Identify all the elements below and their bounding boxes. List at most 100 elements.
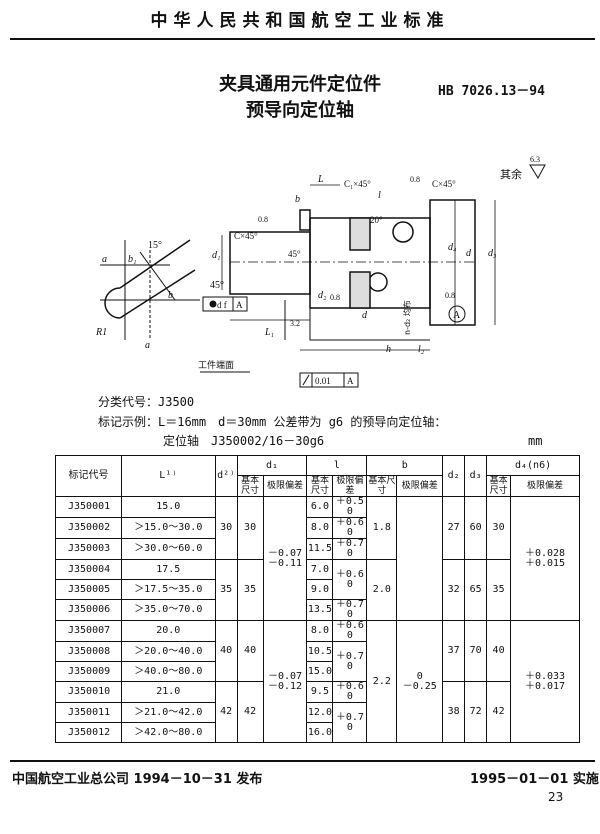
- cell-code: J350009: [55, 661, 122, 682]
- cell-L: 20.0: [120, 620, 216, 642]
- dim-l-label: l: [378, 190, 381, 201]
- dim-d1-label: d₁: [212, 250, 220, 261]
- cell-d1-nominal: 40: [236, 620, 264, 682]
- angle-45-label: 45°: [210, 280, 224, 291]
- part-outline: [229, 199, 476, 341]
- detail-view: 15° 45° a b₁ b R1 a: [95, 239, 224, 351]
- footer-rule: [10, 760, 595, 762]
- subheader-nominal: 基本尺寸: [366, 475, 398, 497]
- cell-b-tolerance: 0 －0.25: [396, 620, 444, 743]
- cell-l-tolerance: ＋0.6 0: [332, 517, 368, 539]
- dim-d-small-label: d: [362, 310, 368, 321]
- cell-l-tolerance: ＋0.5 0: [332, 496, 368, 518]
- cell-L: ＞35.0～70.0: [120, 599, 216, 621]
- col-d1-header: d₁: [236, 455, 308, 476]
- roughness-32: 3.2: [290, 319, 300, 328]
- cell-d1-nominal: 30: [236, 496, 264, 560]
- cell-L: ＞17.5～35.0: [120, 579, 216, 600]
- angle-20-label: 20°: [370, 215, 383, 225]
- subheader-tol: 极限偏差: [262, 475, 308, 497]
- page-number: 23: [548, 790, 564, 804]
- cell-L: ＞20.0～40.0: [120, 641, 216, 662]
- cell-L: ＞15.0～30.0: [120, 517, 216, 539]
- cell-l-tolerance: ＋0.6 0: [332, 559, 368, 600]
- cell-l-nominal: 15.0: [306, 661, 334, 682]
- marking-example-code: 定位轴 J350002/16－30g6: [163, 434, 325, 448]
- dim-a-label: a: [102, 254, 107, 265]
- cell-d: 40: [214, 620, 238, 682]
- cell-L: ＞42.0～80.0: [120, 722, 216, 743]
- cell-l-nominal: 9.5: [306, 681, 334, 703]
- dimension-lines: [221, 184, 496, 351]
- cell-L: 17.5: [120, 559, 216, 580]
- dim-d2-label: d₂: [318, 290, 327, 301]
- cell-d: 30: [214, 496, 238, 560]
- dim-a2-label: a: [145, 340, 150, 351]
- dim-d4-label: d₄: [448, 242, 457, 253]
- col-d4-header: d₄(n6): [486, 455, 580, 476]
- cell-l-nominal: 9.0: [306, 579, 334, 600]
- chamfer-c2-label: C×45°: [234, 231, 258, 241]
- cell-code: J350006: [55, 599, 122, 621]
- angle-15-label: 15°: [148, 240, 162, 251]
- cell-L: ＞21.0～42.0: [120, 702, 216, 723]
- dim-l2-label: l₂: [418, 344, 425, 355]
- subheader-nominal: 基本尺寸: [236, 475, 264, 497]
- marking-example: 标记示例：L＝16mm d＝30mm 公差带为 g6 的预导向定位轴：: [98, 415, 447, 429]
- cell-l-nominal: 8.0: [306, 620, 334, 642]
- cell-d2: 32: [442, 559, 466, 621]
- cell-l-nominal: 10.5: [306, 641, 334, 662]
- cell-b-tolerance: [396, 496, 444, 621]
- subheader-tol: 极限偏差: [510, 475, 580, 497]
- dim-d3-label: d₃: [488, 248, 497, 259]
- cell-b-nominal: 1.8: [366, 496, 398, 560]
- standard-header: 中华人民共和国航空工业标准: [150, 11, 450, 31]
- col-d3-header: d₃: [464, 455, 488, 497]
- cell-code: J350011: [55, 702, 122, 723]
- cell-d1-tolerance: －0.07 －0.12: [262, 620, 308, 743]
- chamfer-c1-label: C₁×45°: [344, 179, 371, 189]
- effective-date: 1995－01－01 实施: [470, 772, 599, 787]
- workpiece-end-note: 工件端面: [198, 359, 234, 371]
- roughness-08-bottom: 0.8: [330, 293, 340, 302]
- dim-b-main-label: b: [295, 194, 300, 205]
- dim-h-label: h: [386, 344, 391, 355]
- cell-l-nominal: 6.0: [306, 496, 334, 518]
- cell-d4-tolerance: ＋0.033 ＋0.017: [510, 620, 580, 743]
- dim-b1-label: b₁: [128, 254, 136, 265]
- rest-roughness-value: 6.3: [530, 155, 540, 164]
- cell-b-nominal: 2.0: [366, 559, 398, 621]
- col-b-header: b: [366, 455, 444, 476]
- cell-code: J350012: [55, 722, 122, 743]
- standard-number: HB 7026.13－94: [438, 84, 545, 99]
- col-l-header: l: [306, 455, 368, 476]
- cell-d3: 65: [464, 559, 488, 621]
- cell-l-nominal: 8.0: [306, 517, 334, 539]
- roughness-08-right: 0.8: [445, 291, 455, 300]
- unit-label: mm: [528, 434, 543, 448]
- cell-code: J350004: [55, 559, 122, 580]
- cell-d3: 72: [464, 681, 488, 743]
- cell-code: J350003: [55, 538, 122, 560]
- issue-date: 中国航空工业总公司 1994－10－31 发布: [12, 772, 263, 787]
- dim-b-label: b: [168, 290, 173, 301]
- roughness-08-left: 0.8: [258, 215, 268, 224]
- chamfer-c-label: C×45°: [432, 179, 456, 189]
- cell-l-nominal: 13.5: [306, 599, 334, 621]
- dim-L1-label: L₁: [264, 327, 274, 338]
- classification-code: 分类代号：J3500: [98, 395, 195, 409]
- dim-L-label: L: [317, 174, 324, 185]
- tolerance1-datum: A: [236, 300, 243, 310]
- radius-r1-label: R1: [95, 327, 107, 338]
- cell-code: J350001: [55, 496, 122, 518]
- datum-a-circle: A: [453, 310, 461, 321]
- cell-l-tolerance: ＋0.7 0: [332, 599, 368, 621]
- cell-L: ＞40.0～80.0: [120, 661, 216, 682]
- rest-roughness-label: 其余: [500, 167, 522, 181]
